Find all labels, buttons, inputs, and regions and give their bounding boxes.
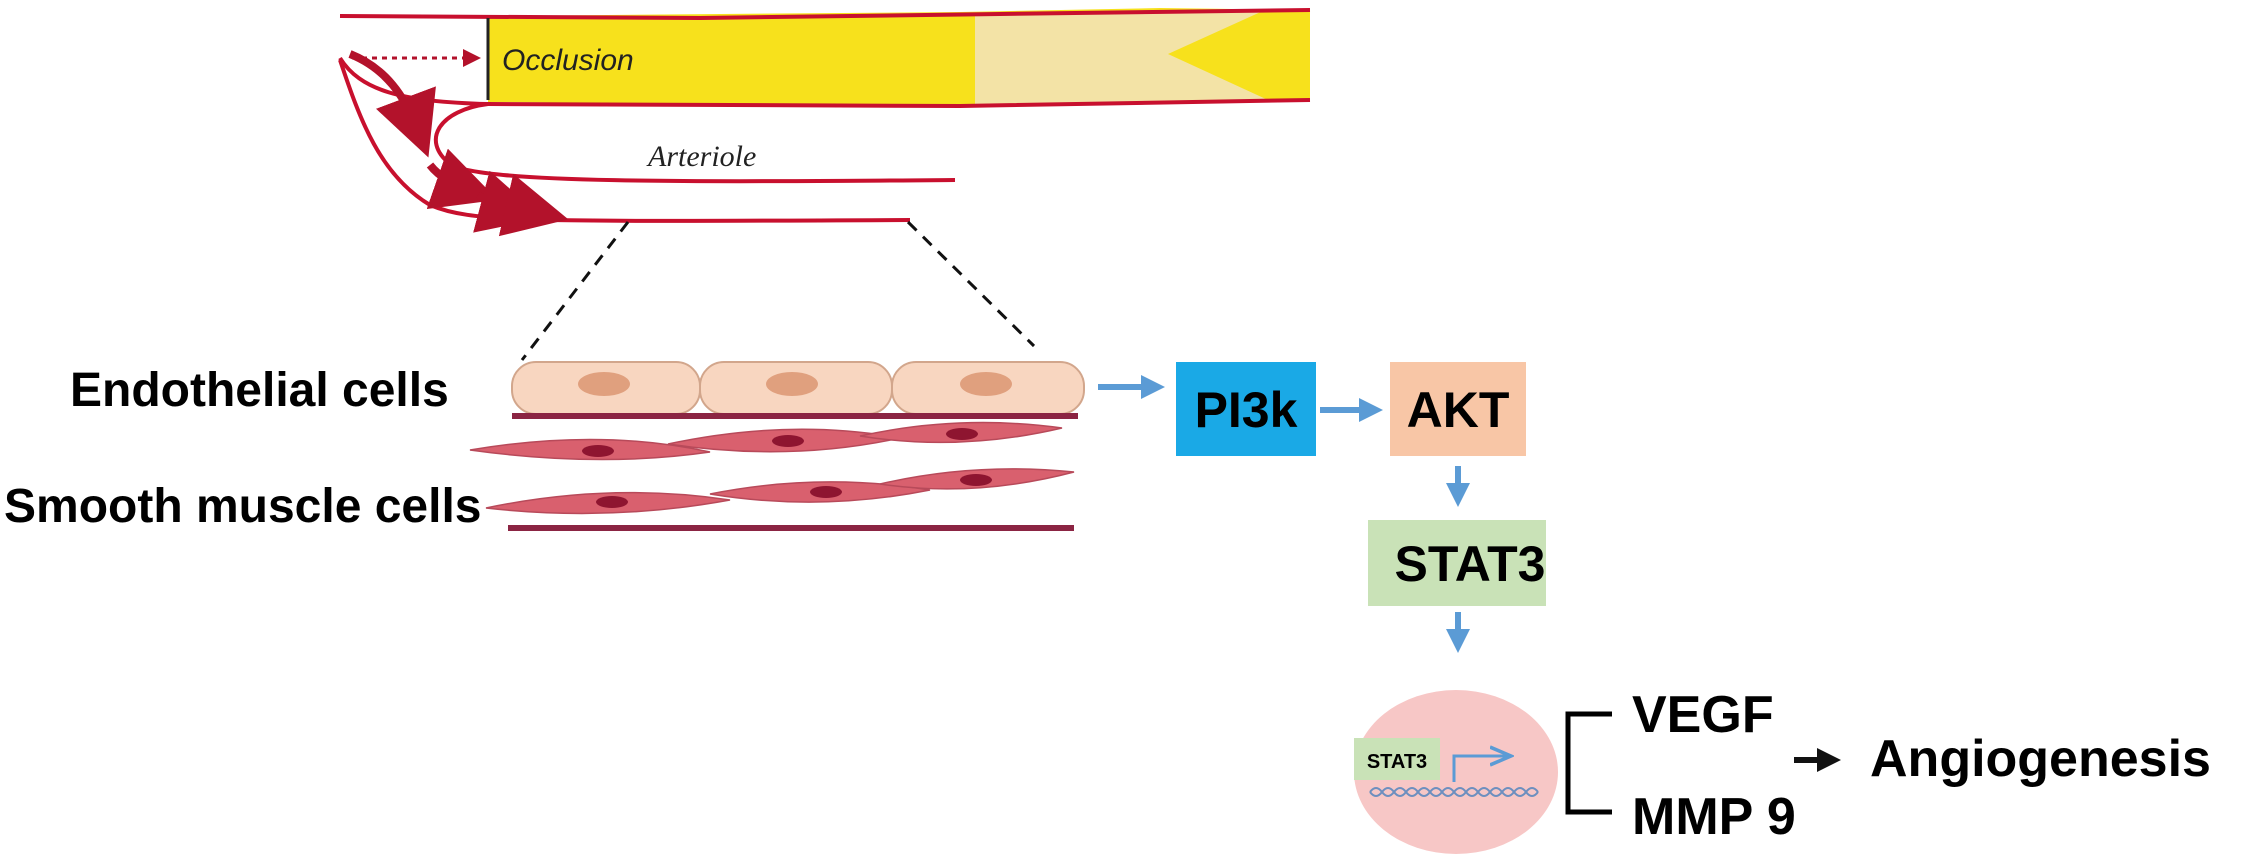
smooth-muscle-nucleus [946, 428, 978, 440]
smooth-muscle-nucleus [810, 486, 842, 498]
endothelial-cells-label: Endothelial cells [70, 364, 449, 417]
stat3-label: STAT3 [1395, 536, 1546, 592]
endothelial-nucleus [578, 372, 630, 396]
mmp9-label: MMP 9 [1632, 788, 1796, 846]
smooth-muscle-nucleus [960, 474, 992, 486]
endothelial-nucleus [960, 372, 1012, 396]
endothelial-nucleus [766, 372, 818, 396]
target-genes-bracket [1565, 711, 1612, 815]
nucleus-stat3-label: STAT3 [1367, 751, 1427, 773]
collateral-flow-arrow [426, 148, 498, 209]
collateral-flow-arrow [348, 50, 436, 158]
signaling-pathway: PI3k AKT STAT3 STAT3 VEGF MMP 9 Angiogen… [1098, 362, 2211, 854]
artery-top-wall [339, 8, 1311, 21]
nucleus-stat3-box [1354, 738, 1440, 780]
dna-helix [1369, 787, 1539, 797]
smooth-muscle-nucleus [772, 435, 804, 447]
arteriole-label: Arteriole [646, 140, 756, 173]
smooth-muscle-nucleus [582, 445, 614, 457]
akt-box [1390, 362, 1526, 456]
smooth-muscle-layer [469, 421, 1075, 531]
pi3k-label: PI3k [1195, 382, 1298, 438]
clot-region [975, 10, 1268, 104]
nucleus [1354, 690, 1558, 854]
smooth-muscle-nucleus [596, 496, 628, 508]
zoom-guide-right [906, 220, 1036, 348]
stat3-box [1368, 520, 1546, 606]
endothelial-cell-layer [511, 361, 1085, 419]
angiogenesis-label: Angiogenesis [1870, 730, 2211, 788]
smooth-muscle-cells-label: Smooth muscle cells [4, 480, 482, 533]
vessel-illustration: Occlusion Arteriole [338, 8, 1311, 237]
collateral-flow-arrow [498, 173, 569, 237]
transcription-arrow [1452, 756, 1508, 782]
zoom-guide-left [520, 221, 630, 361]
arteriole-lower-wall [338, 59, 911, 223]
pi3k-box [1176, 362, 1316, 456]
vegf-label: VEGF [1632, 686, 1774, 744]
occlusion-label: Occlusion [502, 44, 634, 77]
akt-label: AKT [1407, 382, 1510, 438]
